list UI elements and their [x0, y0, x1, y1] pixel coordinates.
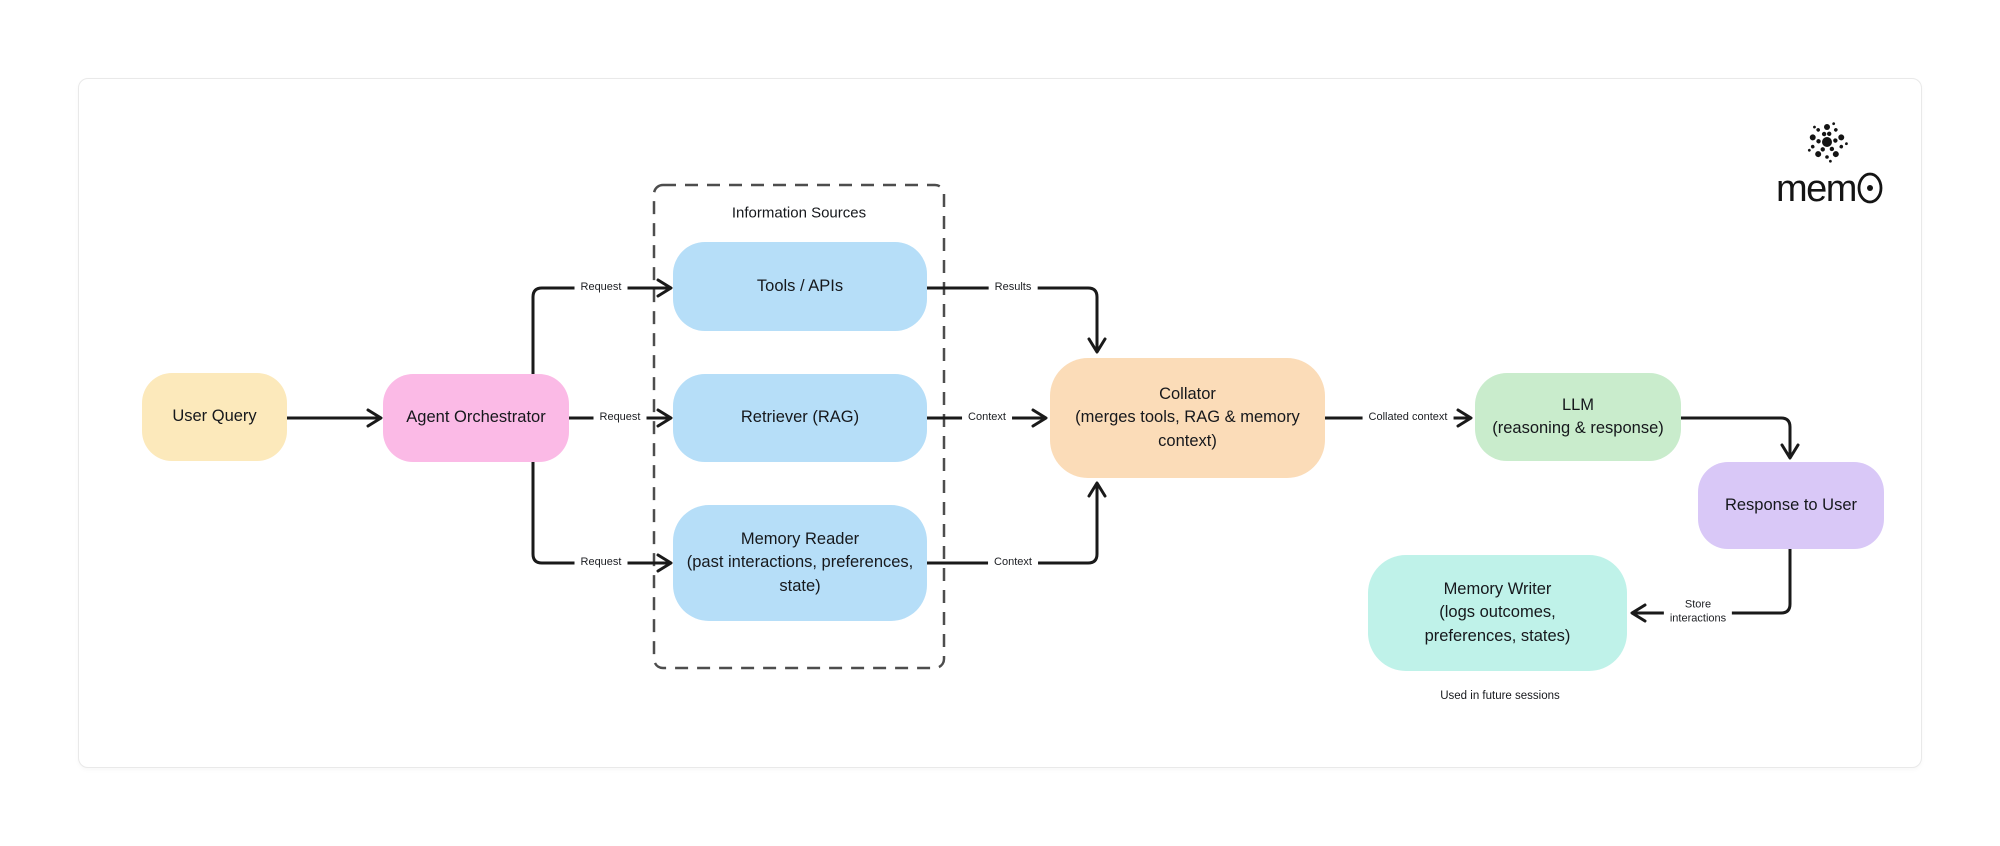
edge-label-collated-context: Collated context	[1362, 410, 1454, 426]
node-collator-label-line1: Collator	[1159, 384, 1216, 403]
node-retriever-rag: Retriever (RAG)	[673, 374, 927, 462]
mem0-logo-mark-icon	[1803, 118, 1851, 166]
node-memory-reader: Memory Reader (past interactions, prefer…	[673, 505, 927, 621]
node-memory-reader-label-line2: (past interactions, preferences,	[686, 553, 914, 572]
node-agent-orchestrator: Agent Orchestrator	[383, 374, 569, 462]
edge-label-request-top: Request	[574, 280, 628, 296]
node-memory-reader-label-line1: Memory Reader	[740, 529, 860, 548]
mem0-logo-zero-dot	[1867, 185, 1873, 191]
node-llm: LLM (reasoning & response)	[1475, 373, 1681, 461]
node-response-to-user: Response to User	[1698, 462, 1884, 549]
node-retriever-rag-label: Retriever (RAG)	[740, 408, 860, 427]
node-llm-label-line1: LLM	[1561, 395, 1595, 414]
node-llm-label-line2: (reasoning & response)	[1492, 419, 1664, 437]
node-tools-apis-label: Tools / APIs	[756, 276, 844, 295]
edge-label-store-interactions-line1: Store	[1684, 598, 1712, 611]
node-user-query-label: User Query	[172, 407, 257, 426]
node-collator: Collator (merges tools, RAG & memory con…	[1050, 358, 1325, 478]
node-collator-label-line3: context)	[1158, 431, 1217, 450]
mem0-logo-wordmark: mem	[1776, 168, 1888, 210]
future-sessions-note: Used in future sessions	[1440, 690, 1560, 702]
node-memory-reader-label-line3: state)	[779, 576, 821, 595]
edge-label-context-bottom: Context	[988, 555, 1038, 571]
mem0-logo-zero-glyph	[1857, 172, 1883, 204]
node-tools-apis: Tools / APIs	[673, 242, 927, 331]
edge-label-context-middle: Context	[962, 410, 1012, 426]
edge-label-results: Results	[988, 280, 1038, 296]
node-user-query: User Query	[142, 373, 287, 461]
node-agent-orchestrator-label: Agent Orchestrator	[406, 408, 546, 427]
node-response-to-user-label: Response to User	[1724, 495, 1858, 514]
node-memory-writer-label-line1: Memory Writer	[1443, 579, 1552, 598]
node-collator-label-line2: (merges tools, RAG & memory	[1075, 408, 1300, 427]
node-memory-writer-label-line2: (logs outcomes,	[1439, 603, 1556, 622]
information-sources-title: Information Sources	[731, 204, 867, 222]
mem0-logo-wordmark-text: mem	[1776, 172, 1856, 208]
edge-label-store-interactions-line2: interactions	[1669, 612, 1727, 624]
edge-label-request-middle: Request	[593, 410, 647, 426]
edge-label-request-bottom: Request	[574, 555, 628, 571]
node-memory-writer-label-line3: preferences, states)	[1424, 626, 1571, 645]
edge-label-store-interactions: Store interactions	[1663, 597, 1733, 627]
node-memory-writer: Memory Writer (logs outcomes, preference…	[1368, 555, 1627, 671]
